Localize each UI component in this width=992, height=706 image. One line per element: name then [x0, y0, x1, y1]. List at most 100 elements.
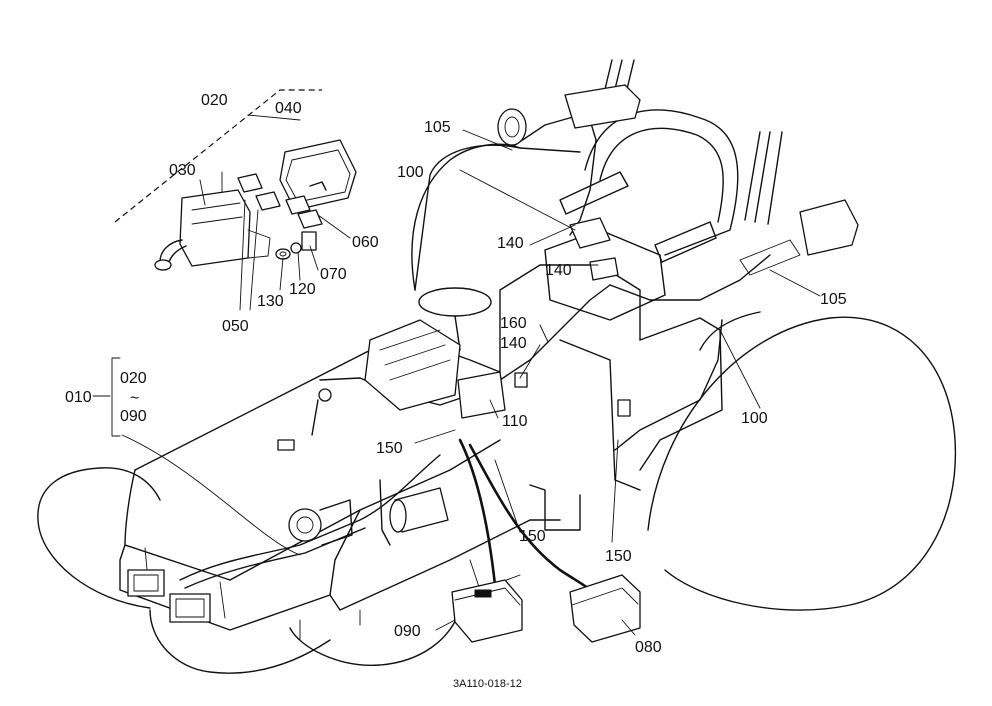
alternator	[288, 508, 322, 542]
hood-front	[124, 469, 231, 581]
fender-right	[639, 317, 723, 471]
loose-connectors	[451, 574, 641, 643]
left-headlight	[127, 569, 165, 597]
callout-150-b: 150	[519, 528, 546, 545]
armrest-right	[654, 221, 717, 263]
harness-to-080	[468, 443, 592, 592]
rear-lamp-right	[799, 199, 859, 256]
starter-end	[389, 499, 407, 533]
front-left-wheel-bottom	[149, 609, 331, 674]
callout-160: 160	[500, 315, 527, 332]
rear-lamp-right-bracket	[739, 239, 801, 276]
rear-right-wheel	[647, 316, 957, 611]
exploded-fuse-box	[114, 89, 357, 271]
fuse-050-b	[255, 191, 281, 211]
front-right-wheel	[289, 609, 461, 666]
connector-080	[569, 574, 641, 643]
bolt-120	[290, 242, 302, 254]
pto-connector	[514, 372, 528, 388]
glow-plug-connector	[318, 388, 332, 402]
rear-left-wheel	[411, 143, 521, 291]
callout-100-top: 100	[397, 164, 424, 181]
connector-080-top	[571, 587, 639, 606]
wire-harness	[179, 114, 771, 592]
frame-lower	[329, 519, 561, 611]
callout-105-top: 105	[424, 119, 451, 136]
connector-090-top	[454, 587, 521, 606]
frame-block	[529, 484, 581, 531]
fuse-box-tab	[247, 229, 271, 259]
fuse-050-a	[237, 173, 263, 193]
callout-010: 010	[65, 389, 92, 406]
harness-to-seat	[529, 284, 611, 361]
callout-070: 070	[320, 266, 347, 283]
tractor-body	[37, 59, 957, 674]
relay-070	[301, 231, 317, 251]
callout-040: 040	[275, 100, 302, 117]
seat-switch-connector	[589, 257, 619, 281]
callout-080: 080	[635, 639, 662, 656]
fuse-cover-040	[279, 139, 357, 211]
hood-side	[229, 439, 501, 581]
alternator-pulley	[296, 516, 314, 534]
harness-rear-down	[614, 319, 723, 451]
harness-seat-switch	[569, 119, 597, 236]
callout-110: 110	[502, 413, 528, 430]
fuse-060-b	[297, 209, 323, 229]
left-headlight-lens	[133, 574, 159, 592]
rear-right-wheel-inner	[699, 311, 761, 351]
rear-lamp-top	[564, 84, 641, 129]
fuse-060	[285, 195, 311, 215]
armrest-left	[559, 171, 629, 215]
relay-block	[457, 371, 506, 419]
callout-150-a: 150	[376, 440, 403, 457]
dash-detail	[379, 329, 451, 381]
callout-range-end: 090	[120, 408, 147, 425]
harness-rear-right	[609, 254, 771, 301]
callout-060: 060	[352, 234, 379, 251]
fuse-cover-pin	[309, 181, 327, 191]
harness-to-090	[458, 438, 497, 587]
sensor-stem	[311, 399, 319, 436]
connector-090	[451, 579, 523, 643]
callout-100-right: 100	[741, 410, 768, 427]
callout-140-b: 140	[545, 262, 572, 279]
dash-cluster	[364, 319, 461, 411]
callout-labels: 020 040 030 060 070 120 130 050 010 020 …	[65, 92, 847, 690]
callout-020: 020	[201, 92, 228, 109]
work-lamp-top	[497, 108, 527, 146]
callout-090: 090	[394, 623, 421, 640]
fuse-box-ribs	[191, 202, 243, 225]
steering-wheel	[418, 287, 492, 317]
rear-body	[499, 264, 641, 373]
sensor-connector	[277, 439, 295, 451]
seat-back-inner	[599, 127, 724, 223]
fender-left	[414, 144, 581, 291]
work-lamp-lens	[504, 116, 520, 138]
side-connector	[617, 399, 631, 417]
callout-150-c: 150	[605, 548, 632, 565]
harness-top-lamp	[514, 114, 581, 146]
fuse-box-plug	[154, 259, 172, 271]
harness-main-front-2	[184, 527, 366, 589]
callout-range-start: 020	[120, 370, 147, 387]
washer-130-hole	[279, 251, 287, 257]
callout-140-a: 140	[497, 235, 524, 252]
seat-switch	[569, 217, 611, 249]
connector-090-slot	[474, 589, 492, 598]
callout-105-right: 105	[820, 291, 847, 308]
alternator-bracket	[319, 499, 353, 546]
step	[559, 339, 641, 491]
harness-starter	[379, 479, 391, 546]
grille	[119, 509, 361, 631]
tractor-components	[277, 84, 859, 546]
seat-back	[584, 109, 739, 256]
callout-030: 030	[169, 162, 196, 179]
right-headlight-lens	[175, 598, 205, 618]
callout-range-sep: ~	[130, 390, 139, 407]
callout-130: 130	[257, 293, 284, 310]
drawing-code: 3A110-018-12	[453, 678, 522, 690]
callout-050: 050	[222, 318, 249, 335]
